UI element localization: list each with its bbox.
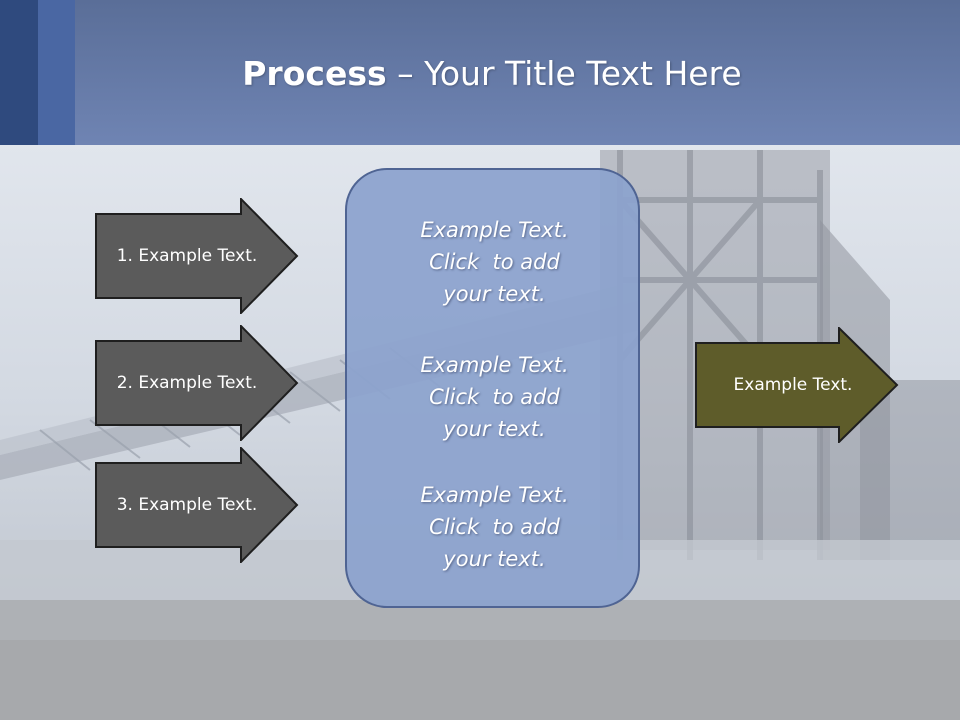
process-text-block-3: Example Text. Click to add your text. bbox=[347, 479, 642, 575]
process-text-1-line-1: Example Text. bbox=[420, 218, 569, 242]
output-arrow[interactable]: Example Text. bbox=[695, 327, 899, 443]
input-arrow-1-label: 1. Example Text. bbox=[116, 246, 258, 266]
input-arrow-3-label: 3. Example Text. bbox=[116, 495, 258, 515]
process-box[interactable]: Example Text. Click to add your text. Ex… bbox=[345, 168, 640, 608]
input-arrow-1-shape bbox=[95, 198, 299, 314]
process-text-2-line-3: your text. bbox=[443, 417, 546, 441]
input-arrow-3-shape bbox=[95, 447, 299, 563]
process-text-1-line-3: your text. bbox=[443, 282, 546, 306]
process-text-2-line-2: Click to add bbox=[429, 385, 560, 409]
process-text-2-line-1: Example Text. bbox=[420, 353, 569, 377]
process-text-3-line-3: your text. bbox=[443, 547, 546, 571]
input-arrow-2-shape bbox=[95, 325, 299, 441]
input-arrow-3[interactable]: 3. Example Text. bbox=[95, 447, 299, 563]
title-band bbox=[0, 0, 960, 145]
process-text-block-1: Example Text. Click to add your text. bbox=[347, 214, 642, 310]
process-text-1-line-2: Click to add bbox=[429, 250, 560, 274]
output-arrow-label: Example Text. bbox=[733, 375, 853, 395]
process-text-3-line-2: Click to add bbox=[429, 515, 560, 539]
input-arrow-2[interactable]: 2. Example Text. bbox=[95, 325, 299, 441]
process-text-block-2: Example Text. Click to add your text. bbox=[347, 349, 642, 445]
title-bold: Process bbox=[242, 54, 387, 93]
input-arrow-2-label: 2. Example Text. bbox=[116, 373, 258, 393]
header-accent-bar-light bbox=[38, 0, 75, 145]
slide-title[interactable]: Process – Your Title Text Here bbox=[0, 52, 960, 96]
process-text-3-line-1: Example Text. bbox=[420, 483, 569, 507]
output-arrow-shape bbox=[695, 327, 899, 443]
header-accent-bar-dark bbox=[0, 0, 38, 145]
input-arrow-1[interactable]: 1. Example Text. bbox=[95, 198, 299, 314]
title-rest: – Your Title Text Here bbox=[386, 54, 742, 93]
